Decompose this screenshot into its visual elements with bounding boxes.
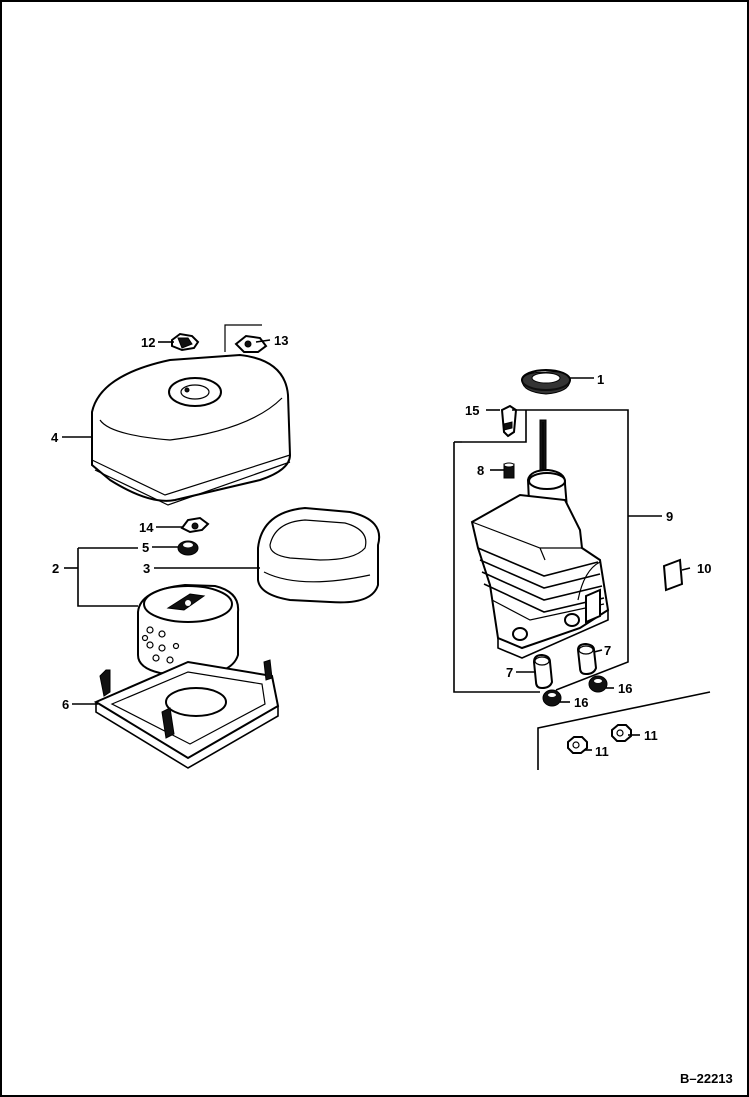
part-9-fuel-tank xyxy=(470,419,610,659)
part-12-wing-bolt xyxy=(171,332,200,352)
callout-7-right: 7 xyxy=(604,643,611,658)
part-1-fuel-cap xyxy=(521,369,571,395)
part-10-label xyxy=(662,558,684,592)
callout-11-left: 11 xyxy=(595,744,609,759)
callout-10: 10 xyxy=(697,561,711,576)
callout-7-left: 7 xyxy=(506,665,513,680)
part-2-paper-element xyxy=(137,583,240,678)
tank-cooling-ribs xyxy=(477,547,605,613)
part-5-grommet xyxy=(177,540,199,556)
callout-3: 3 xyxy=(143,561,150,576)
callout-15: 15 xyxy=(465,403,479,418)
part-14-wing-nut xyxy=(180,516,210,534)
callout-1: 1 xyxy=(597,372,604,387)
callout-12: 12 xyxy=(141,335,155,350)
part-16-mount-right xyxy=(588,675,608,693)
part-6-base xyxy=(93,659,280,769)
right-leader-lines xyxy=(453,377,711,770)
part-13-wing-nut xyxy=(224,324,268,353)
callout-4: 4 xyxy=(51,430,59,445)
callout-14: 14 xyxy=(139,520,154,535)
part-3-foam-element xyxy=(257,506,381,604)
part-15-clip xyxy=(500,404,518,438)
callout-9: 9 xyxy=(666,509,673,524)
callout-2: 2 xyxy=(52,561,59,576)
callout-13: 13 xyxy=(274,333,288,348)
left-leader-lines xyxy=(62,339,271,705)
paper-element-pleats xyxy=(141,626,180,664)
callout-labels: 1 2 3 4 5 6 7 7 8 9 10 11 11 12 13 14 15… xyxy=(51,333,711,759)
part-8-plug xyxy=(503,462,515,479)
part-11-nut-left xyxy=(567,736,588,754)
drawing-reference-number: B–22213 xyxy=(680,1071,733,1086)
callout-11-right: 11 xyxy=(644,728,658,743)
callout-8: 8 xyxy=(477,463,484,478)
part-4-cover xyxy=(91,353,292,506)
callout-16-left: 16 xyxy=(574,695,588,710)
part-7-spacer-right xyxy=(576,642,598,676)
part-11-nut-right xyxy=(611,724,632,742)
callout-16-right: 16 xyxy=(618,681,632,696)
part-16-mount-left xyxy=(542,689,562,707)
part-7-spacer-left xyxy=(532,653,554,690)
callout-5: 5 xyxy=(142,540,149,555)
callout-6: 6 xyxy=(62,697,69,712)
